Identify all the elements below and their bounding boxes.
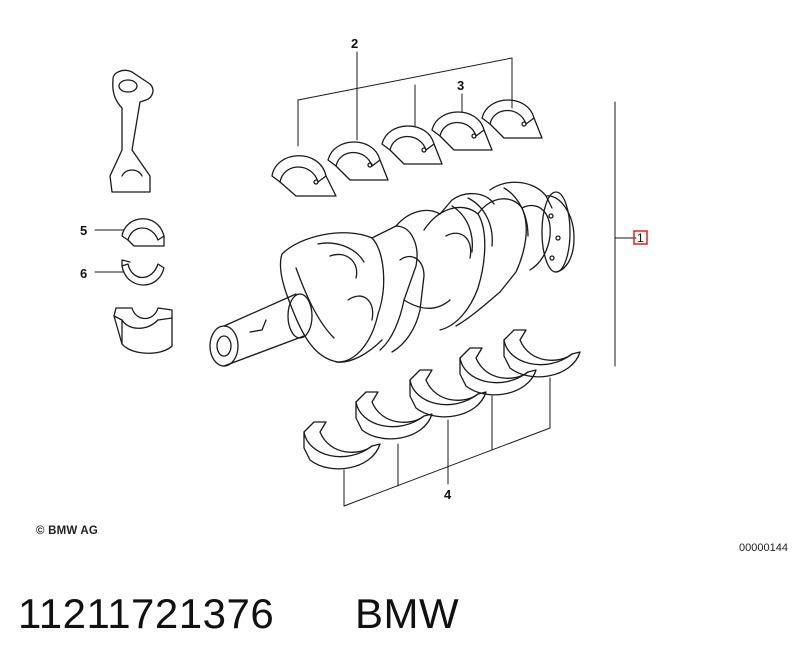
- callout-3: 3: [457, 78, 464, 93]
- rod-bearing-shell-upper: [121, 218, 165, 247]
- highlighted-part-marker[interactable]: 1: [633, 230, 648, 245]
- connecting-rod-cap: [113, 307, 173, 354]
- callout-5: 5: [80, 223, 87, 238]
- connecting-rod: [109, 69, 154, 193]
- lower-main-bearing-shells: [303, 329, 581, 470]
- rod-bearing-shell-lower: [121, 259, 165, 286]
- part-number: 11211721376: [18, 590, 275, 637]
- crankshaft: [209, 181, 575, 367]
- upper-main-bearing-shells: [271, 99, 543, 197]
- callout-2: 2: [351, 36, 358, 51]
- callout-6: 6: [80, 266, 87, 281]
- diagram-id: 00000144: [739, 542, 788, 554]
- callout-leader-lines: [94, 51, 637, 507]
- callout-4: 4: [444, 487, 452, 502]
- copyright-notice: © BMW AG: [36, 525, 99, 537]
- brand-name: BMW: [355, 590, 460, 637]
- callout-1: 1: [637, 231, 644, 245]
